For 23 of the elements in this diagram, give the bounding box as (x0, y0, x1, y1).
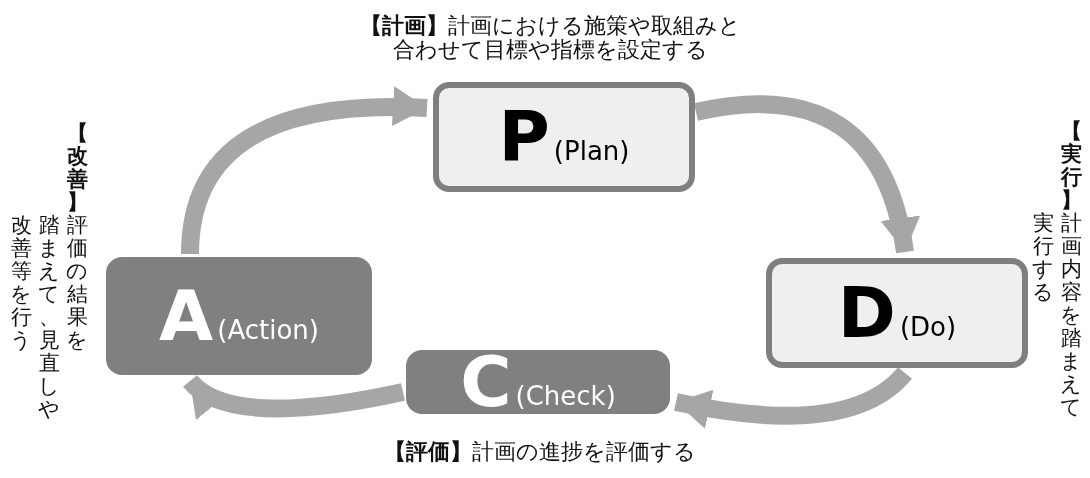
stage-letter: P (498, 102, 550, 172)
stage-box (766, 258, 1028, 368)
cycle-arrow (674, 366, 912, 429)
stage-label: (Check) (515, 383, 616, 409)
stage-label: (Plan) (553, 138, 630, 164)
description-text: 実行する (1032, 212, 1054, 304)
cycle-arrow (694, 95, 919, 254)
stage-box (406, 350, 670, 414)
description-text: 改善等を行う (10, 214, 32, 352)
description-text: 【実行】計画内容を踏まえて (1060, 120, 1082, 419)
stage-label: (Action) (217, 317, 319, 343)
description-text: 踏まえて、見直しや (38, 214, 60, 421)
stage-box (106, 257, 372, 375)
description-text: 【改善】評価の結果を (66, 122, 88, 352)
cycle-arrow (181, 87, 428, 255)
stage-letter: C (460, 347, 512, 417)
cycle-arrow (183, 374, 405, 420)
stage-box (433, 82, 695, 192)
stage-label: (Do) (899, 314, 957, 340)
description-text: 【評価】計画の進捗を評価する (383, 440, 697, 466)
stage-letter: A (159, 281, 214, 351)
description-text: 【計画】計画における施策や取組みと合わせて目標や指標を設定する (358, 14, 742, 65)
stage-letter: D (837, 278, 896, 348)
